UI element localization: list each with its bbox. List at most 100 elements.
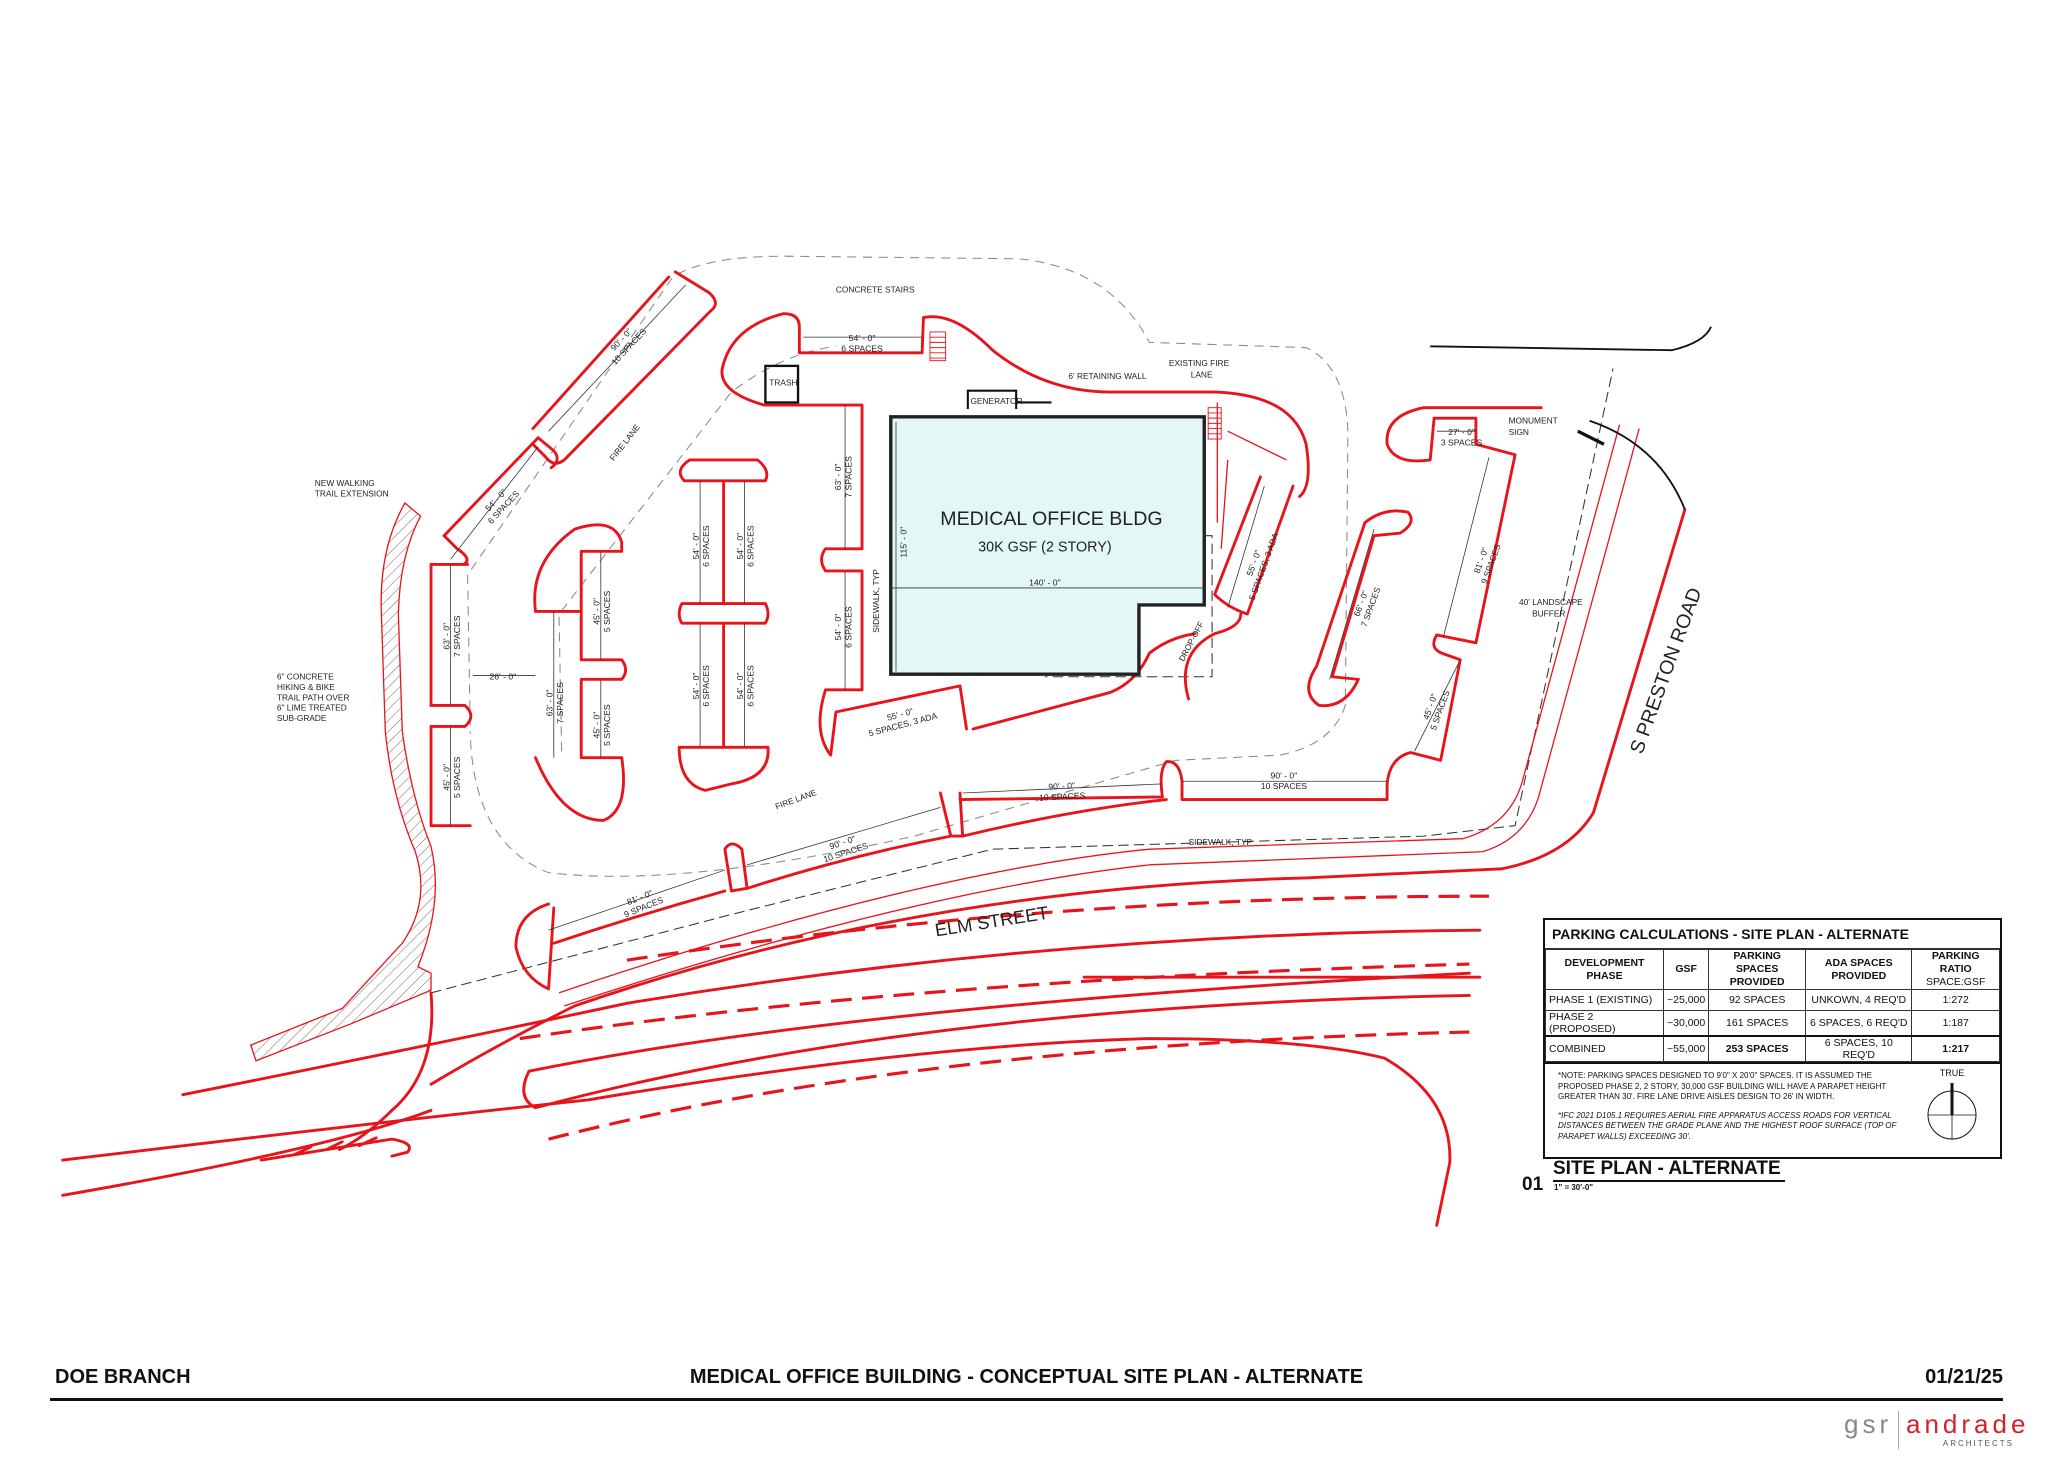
landscape-buffer-label-2: BUFFER xyxy=(1532,609,1565,619)
sheet-title: MEDICAL OFFICE BUILDING - CONCEPTUAL SIT… xyxy=(689,1366,1364,1388)
retaining-wall-label: 6' RETAINING WALL xyxy=(1068,371,1146,381)
existing-fire-lane-label-2: LANE xyxy=(1191,370,1213,380)
drop-off-lane xyxy=(1183,612,1243,701)
medical-office-building xyxy=(889,415,1206,676)
svg-text:6 SPACES: 6 SPACES xyxy=(841,344,883,354)
svg-text:63' - 0": 63' - 0" xyxy=(833,464,843,491)
firm-logo: gsr andrade ARCHITECTS xyxy=(1844,1409,2030,1449)
elm-street-label: ELM STREET xyxy=(933,902,1050,941)
parking-row: 54' - 0"6 SPACES xyxy=(841,333,883,353)
parking-row: 55' - 0"5 SPACES, 3 ADA xyxy=(1244,531,1280,601)
svg-text:63' - 0": 63' - 0" xyxy=(544,690,554,717)
parking-curbs xyxy=(429,270,1543,991)
note-parking: *NOTE: PARKING SPACES DESIGNED TO 9'0" X… xyxy=(1558,1071,1887,1101)
parking-row: 54' - 0"6 SPACES xyxy=(735,665,755,707)
drawing-number: 01 xyxy=(1522,1174,1544,1195)
table-notes: *NOTE: PARKING SPACES DESIGNED TO 9'0" X… xyxy=(1545,1062,2000,1157)
table-title: PARKING CALCULATIONS - SITE PLAN - ALTER… xyxy=(1545,920,2000,949)
svg-text:10 SPACES: 10 SPACES xyxy=(1039,790,1086,802)
parking-row: 54' - 0"6 SPACES xyxy=(483,487,521,526)
parking-row: 54' - 0"6 SPACES xyxy=(735,525,755,567)
project-name: DOE BRANCH xyxy=(55,1366,191,1388)
parking-row: 45' - 0"5 SPACES xyxy=(592,704,612,746)
building-name: MEDICAL OFFICE BLDG xyxy=(940,508,1162,530)
trash-label: TRASH xyxy=(769,377,797,387)
svg-text:3 SPACES: 3 SPACES xyxy=(1441,438,1483,448)
parking-row: 45' - 0"5 SPACES xyxy=(592,590,612,632)
walking-trail-label: NEW WALKING xyxy=(315,478,375,488)
north-arrow-label: TRUE xyxy=(1939,1068,1965,1078)
svg-text:6 SPACES: 6 SPACES xyxy=(746,665,756,707)
svg-text:5 SPACES: 5 SPACES xyxy=(602,590,612,632)
aisle-width-dim: 26' - 0" xyxy=(489,671,516,681)
parking-row: 54' - 0"6 SPACES xyxy=(691,665,711,707)
svg-text:54' - 0": 54' - 0" xyxy=(833,614,843,641)
drawing-title: SITE PLAN - ALTERNATE xyxy=(1553,1158,1785,1182)
sidewalk-label-south: SIDEWALK, TYP xyxy=(1189,837,1253,847)
svg-text:54' - 0": 54' - 0" xyxy=(691,533,701,560)
svg-text:45' - 0": 45' - 0" xyxy=(592,712,602,739)
concrete-stairs-label: CONCRETE STAIRS xyxy=(836,285,915,295)
generator-label: GENERATOR xyxy=(970,396,1022,406)
svg-text:6" LIME TREATED: 6" LIME TREATED xyxy=(277,703,347,713)
parking-calculations-table: PARKING CALCULATIONS - SITE PLAN - ALTER… xyxy=(1543,918,2002,1159)
svg-text:7 SPACES: 7 SPACES xyxy=(844,456,854,498)
svg-text:54' - 0": 54' - 0" xyxy=(691,673,701,700)
parking-row: 90' - 0"10 SPACES xyxy=(1261,771,1308,791)
svg-text:SUB-GRADE: SUB-GRADE xyxy=(277,713,327,723)
col-header: GSF xyxy=(1662,949,1710,990)
svg-text:5 SPACES: 5 SPACES xyxy=(452,756,462,798)
parking-row: 63' - 0"7 SPACES xyxy=(833,456,853,498)
svg-text:HIKING & BIKE: HIKING & BIKE xyxy=(277,682,335,692)
concrete-stairs xyxy=(929,331,1222,440)
fire-lane-outline xyxy=(467,255,1349,877)
note-ifc: *IFC 2021 D105.1 REQUIRES AERIAL FIRE AP… xyxy=(1558,1110,1897,1141)
north-arrow-icon xyxy=(1927,1082,1977,1139)
parking-row: 54' - 0"6 SPACES xyxy=(833,606,853,648)
walking-trail xyxy=(249,502,437,1062)
parking-row: 66' - 0"7 SPACES xyxy=(1352,586,1383,629)
svg-text:6 SPACES: 6 SPACES xyxy=(701,665,711,707)
s-preston-road-label: S PRESTON ROAD xyxy=(1626,585,1706,757)
svg-text:10 SPACES: 10 SPACES xyxy=(1261,781,1308,791)
svg-text:45' - 0": 45' - 0" xyxy=(441,764,451,791)
sidewalk-label-west: SIDEWALK, TYP xyxy=(871,569,881,633)
svg-text:6 SPACES: 6 SPACES xyxy=(844,606,854,648)
monument-sign-label: MONUMENT xyxy=(1509,415,1558,425)
fire-lane-label-south: FIRE LANE xyxy=(774,787,818,811)
parking-row: 90' - 0"10 SPACES xyxy=(1039,780,1086,802)
parking-row: 55' - 0"5 SPACES, 3 ADA xyxy=(867,706,938,738)
parking-row: 63' - 0"7 SPACES xyxy=(544,682,564,724)
svg-text:7 SPACES: 7 SPACES xyxy=(555,682,565,724)
trail-path-note: 6" CONCRETE HIKING & BIKE TRAIL PATH OVE… xyxy=(277,671,350,723)
svg-text:63' - 0": 63' - 0" xyxy=(441,623,451,650)
parking-row: 27' - 0"3 SPACES xyxy=(1441,427,1483,447)
svg-text:TRAIL PATH OVER: TRAIL PATH OVER xyxy=(277,692,350,702)
north-arrow: TRUE xyxy=(1916,1068,1988,1141)
fire-lane-inner xyxy=(558,345,836,752)
trash-enclosure xyxy=(764,364,800,404)
svg-text:90' - 0": 90' - 0" xyxy=(1271,771,1298,781)
monument-sign-label-2: SIGN xyxy=(1509,427,1529,437)
building-canopy xyxy=(1044,535,1213,678)
landscape-buffer-label: 40' LANDSCAPE xyxy=(1519,597,1583,607)
svg-text:54' - 0": 54' - 0" xyxy=(735,533,745,560)
svg-text:6" CONCRETE: 6" CONCRETE xyxy=(277,671,334,681)
fire-lane-label-north: FIRE LANE xyxy=(607,422,642,462)
parking-row: 63' - 0"7 SPACES xyxy=(441,615,461,657)
svg-text:5 SPACES: 5 SPACES xyxy=(602,704,612,746)
parking-row: 81' - 0"9 SPACES xyxy=(1472,542,1503,585)
drawing-scale: 1" = 30'-0" xyxy=(1554,1183,1594,1192)
walking-trail-label-2: TRAIL EXTENSION xyxy=(315,489,389,499)
svg-text:54' - 0": 54' - 0" xyxy=(735,673,745,700)
svg-text:6 SPACES: 6 SPACES xyxy=(701,525,711,567)
svg-text:90' - 0": 90' - 0" xyxy=(1048,780,1075,791)
parking-row: 45' - 0"5 SPACES xyxy=(441,756,461,798)
building-size: 30K GSF (2 STORY) xyxy=(978,539,1112,555)
building-width-dim: 140' - 0" xyxy=(1029,577,1061,587)
